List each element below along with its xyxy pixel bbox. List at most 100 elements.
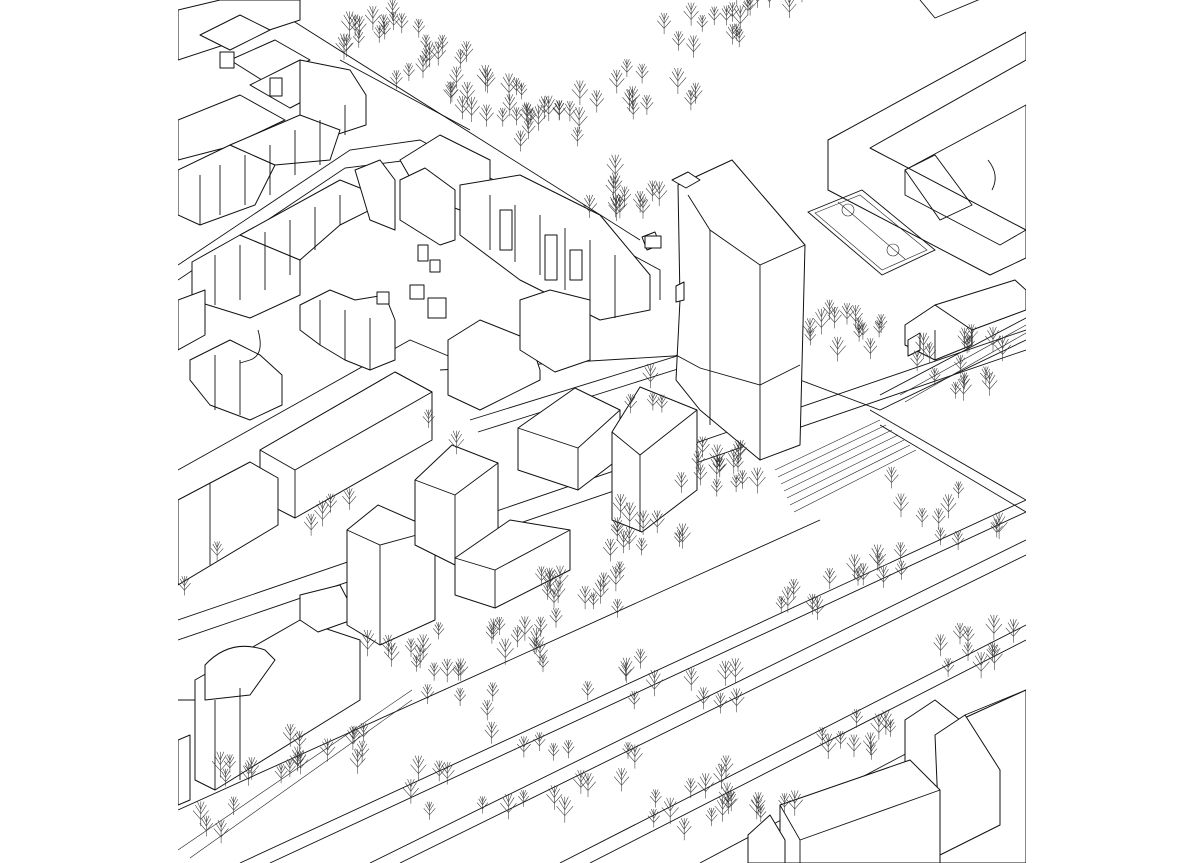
tree-icon xyxy=(719,5,734,26)
tree-icon xyxy=(484,721,500,745)
tree-icon xyxy=(283,758,297,778)
tree-icon xyxy=(496,107,510,128)
tree-icon xyxy=(227,796,240,816)
tree-icon xyxy=(834,730,847,749)
tree-icon xyxy=(432,760,447,782)
tree-icon xyxy=(610,521,624,542)
tree-icon xyxy=(178,575,191,596)
tree-icon xyxy=(804,327,817,346)
tree-icon xyxy=(851,567,865,586)
tree-icon xyxy=(934,527,947,546)
tree-icon xyxy=(656,12,672,35)
tree-icon xyxy=(876,565,891,589)
tree-icon xyxy=(647,808,661,828)
tree-icon xyxy=(985,614,1003,641)
tree-icon xyxy=(676,817,692,841)
tree-icon xyxy=(414,633,432,661)
tree-icon xyxy=(626,99,640,120)
tree-icon xyxy=(476,64,495,93)
tree-icon xyxy=(420,683,435,705)
tree-icon xyxy=(626,744,644,770)
tree-icon xyxy=(592,578,609,605)
tree-icon xyxy=(892,493,910,518)
tree-icon xyxy=(387,11,400,31)
tree-icon xyxy=(829,336,847,363)
tree-icon xyxy=(463,96,481,123)
tree-icon xyxy=(571,79,589,106)
tree-icon xyxy=(404,638,418,658)
tree-icon xyxy=(915,507,929,528)
kiosk xyxy=(645,236,661,248)
tree-icon xyxy=(459,81,476,106)
tree-icon xyxy=(341,487,357,511)
tree-icon xyxy=(884,719,897,738)
tree-icon xyxy=(683,667,700,692)
tree-icon xyxy=(510,626,525,648)
tree-icon xyxy=(547,742,560,761)
tree-icon xyxy=(602,538,619,563)
tree-icon xyxy=(822,567,837,590)
tree-icon xyxy=(819,733,837,760)
tree-icon xyxy=(389,69,403,90)
tree-icon xyxy=(430,41,447,67)
tree-icon xyxy=(480,699,495,721)
tree-icon xyxy=(352,29,365,49)
tree-icon xyxy=(645,669,664,697)
tree-icon xyxy=(349,748,366,775)
tree-icon xyxy=(952,481,965,499)
tree-icon xyxy=(527,627,545,654)
tree-icon xyxy=(812,308,831,336)
tree-icon xyxy=(606,154,625,182)
tree-icon xyxy=(748,467,767,494)
tree-icon xyxy=(549,607,563,629)
tree-icon xyxy=(303,513,319,537)
tree-icon xyxy=(695,686,711,710)
tree-icon xyxy=(562,100,577,122)
tree-icon xyxy=(562,739,575,759)
tree-icon xyxy=(516,82,528,100)
tree-icon xyxy=(380,634,396,658)
tree-icon xyxy=(827,306,843,329)
tree-icon xyxy=(761,0,778,9)
tree-icon xyxy=(650,180,668,207)
tree-icon xyxy=(685,34,701,59)
tree-icon xyxy=(513,130,528,152)
tree-icon xyxy=(846,553,863,580)
tree-icon xyxy=(635,537,648,556)
tree-icon xyxy=(633,648,648,670)
tree-icon xyxy=(570,126,584,147)
sports-fields xyxy=(808,0,1026,275)
tree-icon xyxy=(385,0,400,22)
tree-icon xyxy=(684,777,698,799)
tree-icon xyxy=(986,642,999,662)
tree-icon xyxy=(848,304,864,328)
tree-icon xyxy=(781,0,797,19)
tree-icon xyxy=(533,731,546,752)
tree-icon xyxy=(459,40,474,63)
tree-icon xyxy=(640,94,654,116)
tree-icon xyxy=(733,439,748,461)
tree-icon xyxy=(941,657,955,678)
tree-icon xyxy=(732,454,744,473)
tree-icon xyxy=(478,104,495,128)
tree-icon xyxy=(865,742,878,761)
tree-icon xyxy=(910,350,925,372)
high-rise-tower xyxy=(672,160,805,460)
tree-icon xyxy=(933,634,949,657)
tree-icon xyxy=(552,99,566,121)
tree-icon xyxy=(671,30,686,52)
tree-icon xyxy=(718,754,734,779)
tree-icon xyxy=(383,642,400,668)
tree-icon xyxy=(635,63,649,84)
tree-icon xyxy=(726,657,744,685)
tree-icon xyxy=(873,552,885,571)
tree-icon xyxy=(454,49,468,70)
tree-icon xyxy=(364,5,382,31)
tree-icon xyxy=(669,67,687,95)
tree-icon xyxy=(581,680,595,701)
tree-icon xyxy=(707,6,721,26)
slab-buildings xyxy=(178,372,432,805)
basketball-court xyxy=(808,190,935,275)
tree-icon xyxy=(555,796,574,824)
tree-icon xyxy=(427,662,441,682)
